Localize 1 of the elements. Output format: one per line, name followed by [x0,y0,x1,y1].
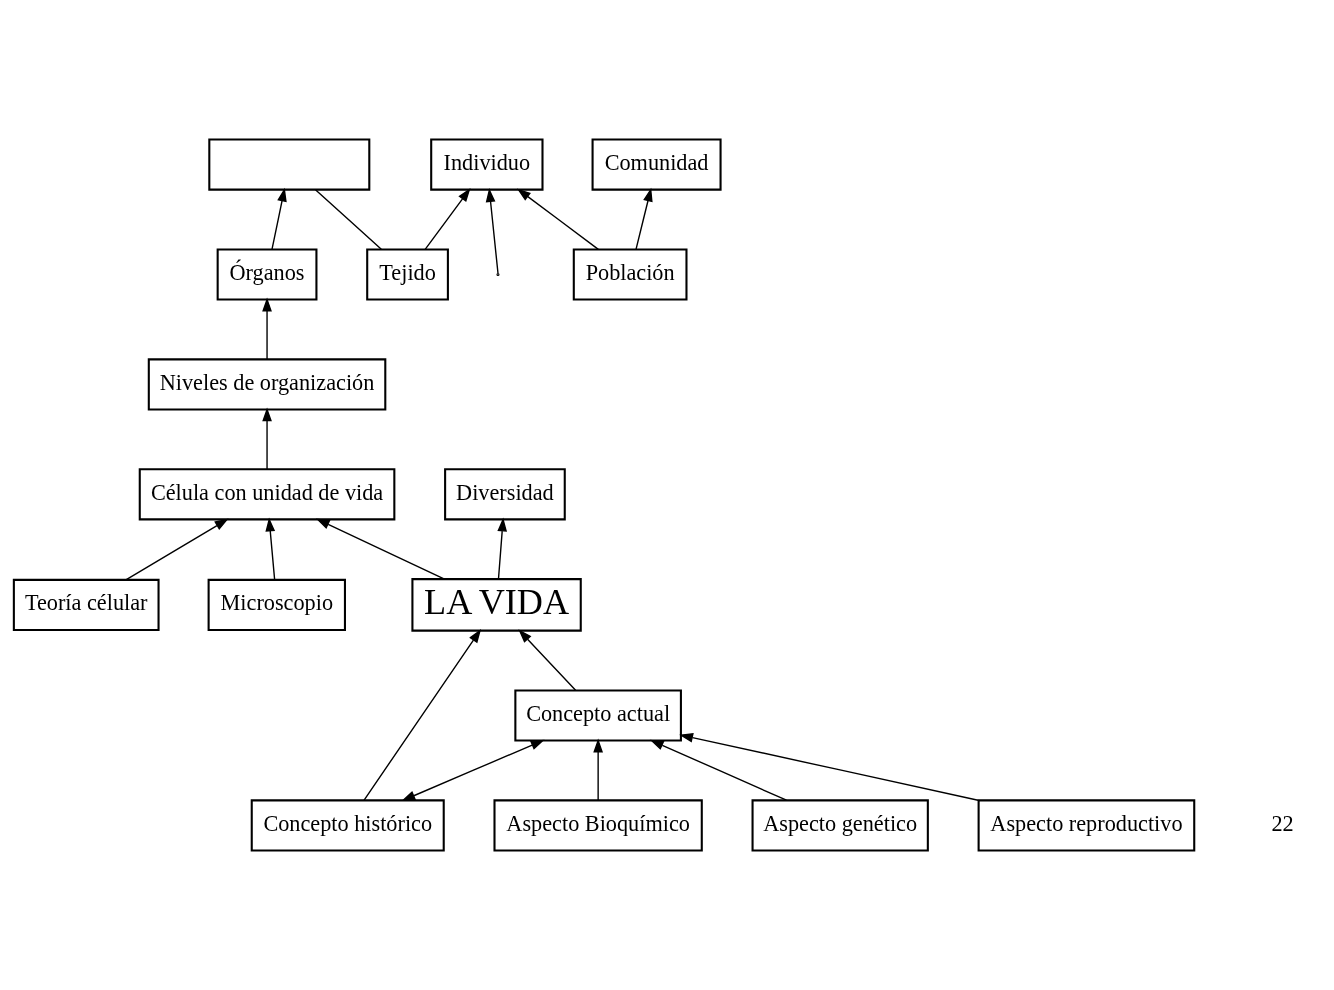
label: 22 [1271,810,1294,836]
